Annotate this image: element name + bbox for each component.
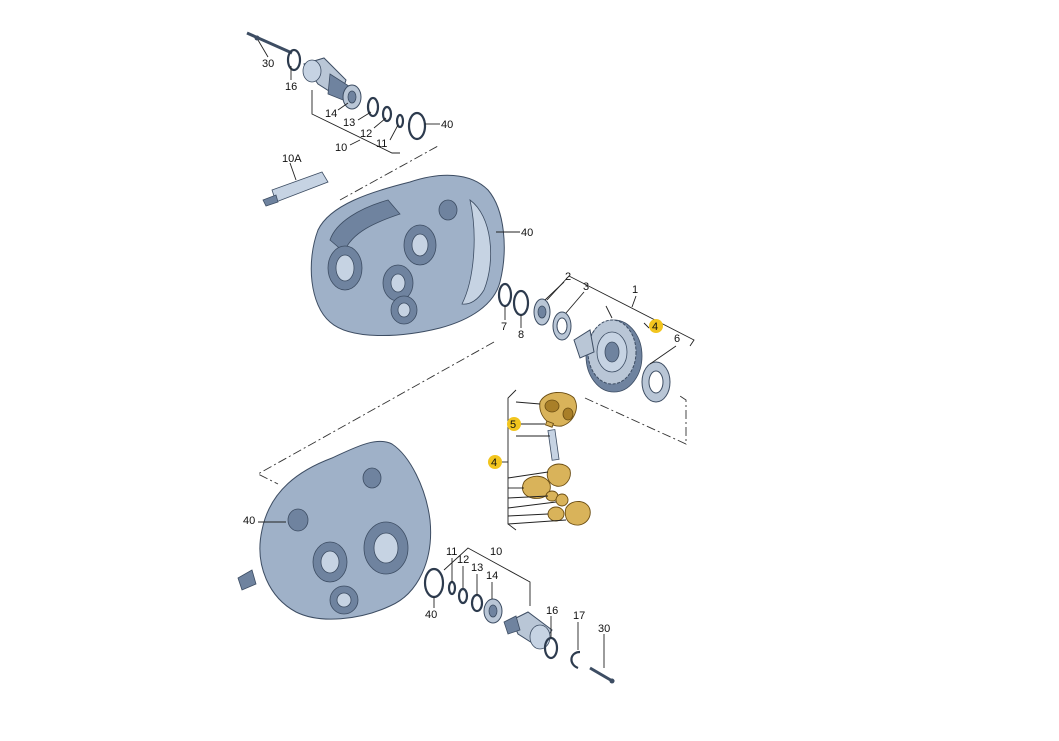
callout-10-top: 10 xyxy=(335,142,347,154)
seal-ring-16-top[interactable] xyxy=(286,48,302,72)
shim-7[interactable] xyxy=(497,282,513,308)
diff-housing-gold[interactable] xyxy=(539,392,577,427)
bearing-race-3[interactable] xyxy=(552,311,572,341)
bottom-shaft-assembly: 40 11 12 13 14 10 16 17 30 xyxy=(423,546,615,684)
callout-12-top: 12 xyxy=(360,128,372,140)
callout-13-top: 13 xyxy=(343,117,355,129)
callout-10-bottom: 10 xyxy=(490,546,502,558)
callout-badge-4-internals xyxy=(488,455,502,469)
callout-3: 3 xyxy=(583,281,589,293)
callout-11-top: 11 xyxy=(376,138,387,150)
callout-40-top-ring: 40 xyxy=(441,119,453,131)
callout-4-internals: 4 xyxy=(491,457,497,469)
callout-17: 17 xyxy=(573,610,585,622)
callout-16-top: 16 xyxy=(285,81,297,93)
differential-internals: 5 4 xyxy=(488,389,591,531)
callout-40-housing-top: 40 xyxy=(521,227,533,239)
ring-12-top[interactable] xyxy=(381,105,393,123)
callout-16-bottom: 16 xyxy=(546,605,558,617)
callout-40-housing-bottom: 40 xyxy=(243,515,255,527)
flange-shaft-bottom[interactable] xyxy=(503,611,553,650)
callout-30-top: 30 xyxy=(262,58,274,70)
callout-6: 6 xyxy=(674,333,680,345)
callout-5: 5 xyxy=(510,419,516,431)
ring-11-bottom[interactable] xyxy=(447,580,457,596)
ring-40-top[interactable] xyxy=(407,111,427,141)
planet-gears-gold[interactable] xyxy=(521,463,591,526)
differential-assembly[interactable] xyxy=(573,319,643,393)
callout-badge-5 xyxy=(507,417,521,431)
circlip-17[interactable] xyxy=(570,650,581,670)
alignment-line-middle xyxy=(257,341,495,485)
shims-and-bearings: 7 8 2 3 xyxy=(497,271,589,341)
bearing-14-top[interactable] xyxy=(342,84,362,110)
ring-13-top[interactable] xyxy=(366,96,380,118)
gearbox-housing-bottom[interactable]: 40 xyxy=(237,440,432,620)
pin-5[interactable] xyxy=(544,420,555,428)
callout-8: 8 xyxy=(518,329,524,341)
bolt-30-top[interactable] xyxy=(246,31,293,55)
callout-13-bottom: 13 xyxy=(471,562,483,574)
callout-11-bottom: 11 xyxy=(446,546,457,558)
callout-12-bottom: 12 xyxy=(457,554,469,566)
top-shaft-assembly: 30 16 14 13 12 11 10 40 xyxy=(246,31,453,154)
callout-40-bottom-ring: 40 xyxy=(425,609,437,621)
ring-11-top[interactable] xyxy=(395,113,405,129)
callout-14-top: 14 xyxy=(325,108,337,120)
callout-10a: 10A xyxy=(282,153,302,165)
ring-12-bottom[interactable] xyxy=(457,587,469,605)
bearing-2[interactable] xyxy=(533,298,551,326)
alignment-line-diff xyxy=(584,395,687,445)
bearing-14-bottom[interactable] xyxy=(483,598,503,624)
callout-14-bottom: 14 xyxy=(486,570,498,582)
callout-1: 1 xyxy=(632,284,638,296)
gearbox-housing-top[interactable]: 40 xyxy=(310,174,533,337)
seal-ring-16-bottom[interactable] xyxy=(543,636,559,660)
ring-8[interactable] xyxy=(512,289,530,317)
callout-badge-4-diff xyxy=(649,319,663,333)
callout-4-diff: 4 xyxy=(652,321,658,333)
bearing-6[interactable] xyxy=(641,361,671,403)
ring-40-bottom[interactable] xyxy=(423,567,445,599)
ring-13-bottom[interactable] xyxy=(470,593,484,613)
shaft-pin[interactable] xyxy=(547,429,560,461)
bolt-30-bottom[interactable] xyxy=(589,666,615,684)
callout-7: 7 xyxy=(501,321,507,333)
callout-30-bottom: 30 xyxy=(598,623,610,635)
sealant-tube-10a[interactable]: 10A xyxy=(262,153,329,207)
alignment-line-top xyxy=(339,145,439,201)
